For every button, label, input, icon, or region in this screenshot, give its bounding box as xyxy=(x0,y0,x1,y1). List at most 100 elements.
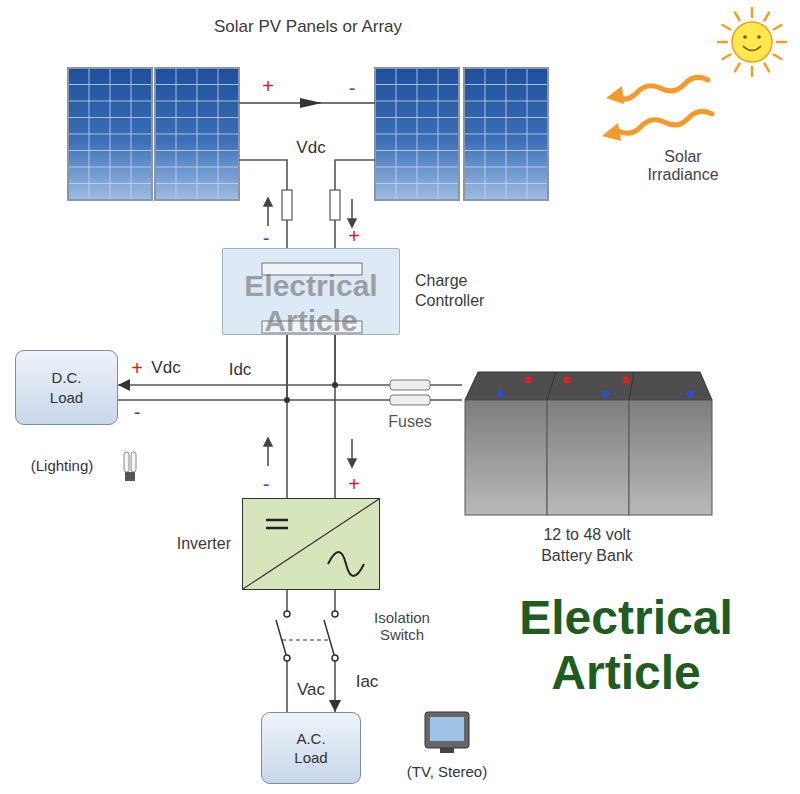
sun xyxy=(718,8,786,76)
isolation-switch xyxy=(284,611,290,617)
wire-connector xyxy=(239,160,375,248)
panel-cell-line xyxy=(376,150,458,151)
panel-cells xyxy=(69,69,547,199)
current-arrow xyxy=(348,459,356,467)
isolation-switch xyxy=(276,611,338,661)
panel-cell-line xyxy=(465,150,547,151)
wire-connector xyxy=(287,335,462,400)
array-link-wire xyxy=(300,98,322,108)
dc-symbol xyxy=(266,520,288,528)
isolation-switch xyxy=(332,611,338,617)
array-link-wire xyxy=(239,98,375,108)
panel-cell-line xyxy=(465,117,547,118)
watermark: Electrical Article xyxy=(476,590,776,700)
isolation-switch xyxy=(282,639,330,640)
isolation-switch xyxy=(278,616,344,656)
irradiance-arrowhead xyxy=(606,86,624,104)
tv-icon xyxy=(440,748,454,753)
battery-drawing xyxy=(547,372,556,400)
irradiance-arrows xyxy=(617,110,713,136)
irradiance-arrows xyxy=(615,76,713,136)
polarity-sign: - xyxy=(263,473,270,496)
junction-dot xyxy=(332,382,338,388)
sun xyxy=(757,35,761,39)
current-arrow xyxy=(351,439,353,461)
panel-cell-line xyxy=(465,167,547,168)
panel-cell-line xyxy=(465,183,547,184)
voltage-label: Vdc xyxy=(151,358,180,378)
tv-icon xyxy=(425,712,469,753)
polarity-sign: + xyxy=(348,473,360,496)
load-example: (TV, Stereo) xyxy=(407,763,487,780)
sun xyxy=(743,35,747,39)
current-arrow xyxy=(264,438,272,446)
junction-dot xyxy=(284,382,338,403)
panel-cell-line xyxy=(69,134,151,135)
bulb-icon xyxy=(124,452,136,481)
polarity-sign: - xyxy=(263,227,270,250)
solar-panels xyxy=(464,68,548,200)
battery-drawing xyxy=(629,400,712,515)
solar-panels xyxy=(375,68,459,200)
box-label: A.C. Load xyxy=(282,729,340,768)
voltage-label: Vdc xyxy=(296,138,325,158)
bulb-icon xyxy=(131,452,136,472)
panel-cell-line xyxy=(69,167,151,168)
ac-symbol xyxy=(328,552,364,576)
inverter-detail xyxy=(242,498,380,590)
tv-icon xyxy=(425,712,469,748)
panel-cell-line xyxy=(156,167,238,168)
sun-ray xyxy=(774,25,782,30)
isolation-switch xyxy=(276,620,287,658)
current-label: Iac xyxy=(356,672,379,692)
part-heading: Inverter xyxy=(177,534,231,555)
bus-fuse xyxy=(390,395,430,405)
battery-drawing xyxy=(465,400,547,515)
fuse xyxy=(330,190,340,220)
panel-cell-line xyxy=(156,134,238,135)
watermark: Electrical Article xyxy=(221,269,401,338)
battery-bank: 12 to 48 volt Battery Bank xyxy=(462,372,712,515)
irradiance-arrowhead xyxy=(602,123,621,141)
panel-cell-line xyxy=(69,84,151,85)
solar-panels xyxy=(68,68,152,200)
load-example: (Lighting) xyxy=(31,457,94,474)
battery-drawing xyxy=(603,391,610,398)
sun xyxy=(732,22,772,62)
sun-ray xyxy=(735,64,740,72)
wire-connector xyxy=(287,335,335,498)
switch-label: Isolation Switch xyxy=(362,609,442,644)
current-arrow xyxy=(267,204,269,226)
sun-ray xyxy=(774,55,782,60)
sun-ray xyxy=(751,67,754,76)
polarity-sign: + xyxy=(262,75,274,98)
panel-cell-line xyxy=(465,134,547,135)
pv-array: Solar PV Panels or Array xyxy=(68,68,548,200)
polarity-sign: + xyxy=(348,225,360,248)
panel-cell-line xyxy=(69,101,151,102)
panel-cell-line xyxy=(376,101,458,102)
tv-icon xyxy=(430,717,464,741)
sun-ray xyxy=(723,25,731,30)
bulb-icon xyxy=(124,452,129,472)
panel-cell-line xyxy=(376,167,458,168)
bus-fuse xyxy=(390,380,430,405)
panel-cell-line xyxy=(69,117,151,118)
sun-ray xyxy=(723,55,731,60)
battery-drawing xyxy=(465,372,712,400)
inverter: Inverter xyxy=(242,498,380,590)
voltage-label: Vac xyxy=(297,680,325,700)
current-arrow xyxy=(267,444,269,466)
panel-cell-line xyxy=(156,150,238,151)
box-label: D.C. Load xyxy=(38,368,96,407)
battery-drawing xyxy=(497,391,504,398)
current-arrow xyxy=(264,198,272,206)
panel-cell-line xyxy=(69,150,151,151)
fuse xyxy=(282,190,292,220)
part-heading: Solar PV Panels or Array xyxy=(214,16,402,38)
panel-cell-line xyxy=(376,183,458,184)
panel-cell-line xyxy=(376,117,458,118)
battery-drawing xyxy=(465,372,712,515)
